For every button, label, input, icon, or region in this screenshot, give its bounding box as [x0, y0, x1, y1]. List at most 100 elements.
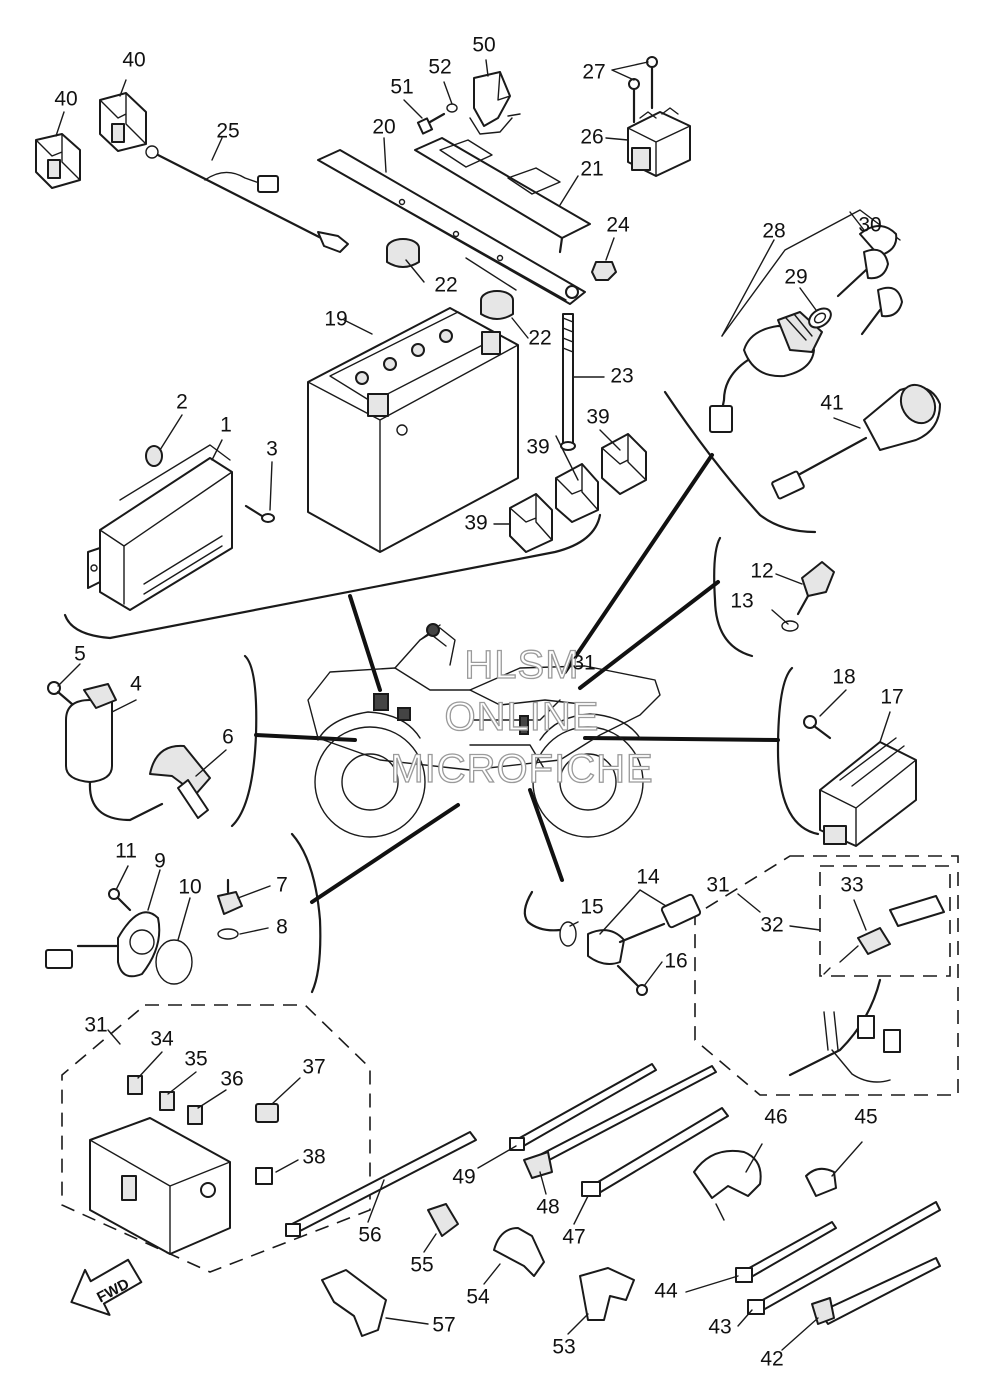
sender-7: [217, 878, 243, 915]
callout-35: 35: [184, 1048, 207, 1071]
callout-4: 4: [130, 673, 142, 696]
clamp-45: [805, 1167, 837, 1197]
callout-24: 24: [606, 214, 630, 237]
callout-31-harness: 31: [706, 874, 729, 897]
washer-52: [446, 103, 458, 113]
callout-55: 55: [410, 1254, 433, 1277]
bolt-16: [616, 964, 648, 996]
callout-26: 26: [580, 126, 603, 149]
callout-22b: 22: [528, 327, 551, 350]
washer-13: [781, 620, 799, 632]
battery-plate-21: [414, 137, 591, 254]
watermark-line-2: ONLINE: [445, 695, 600, 739]
callout-41: 41: [820, 392, 843, 415]
callout-20: 20: [372, 116, 395, 139]
clamp-54: [493, 1227, 545, 1277]
callout-46: 46: [764, 1106, 787, 1129]
callout-labels: 1 2 3 4 5 6 7 8 9 10 11 12 13 14 15 16 1…: [54, 34, 903, 1371]
callout-50: 50: [472, 34, 495, 57]
callout-40b: 40: [122, 49, 145, 72]
callout-3: 3: [266, 438, 278, 461]
sensor-12: [796, 561, 835, 616]
battery-19: [307, 307, 519, 553]
fuses-34-36: [127, 1075, 203, 1125]
battery-band-20: [317, 149, 586, 305]
callout-36: 36: [220, 1068, 243, 1091]
ring-29: [808, 307, 832, 329]
callout-31-vehicle: 31: [572, 652, 595, 675]
callout-2: 2: [176, 391, 188, 414]
callout-32: 32: [760, 914, 783, 937]
watermark-line-1: HLSM: [464, 643, 579, 687]
callout-33: 33: [840, 874, 863, 897]
cap-50: [469, 71, 521, 135]
grommet-2: [145, 445, 163, 467]
bolt-51: [416, 112, 446, 135]
callout-17: 17: [880, 686, 903, 709]
callout-40a: 40: [54, 88, 77, 111]
callout-9: 9: [154, 850, 166, 873]
callout-51: 51: [390, 76, 413, 99]
starter-lead-25: [145, 145, 349, 253]
callout-29: 29: [784, 266, 807, 289]
callout-5: 5: [74, 643, 86, 666]
relay-39-c: [601, 433, 647, 495]
dampers-22: [386, 238, 514, 320]
callout-1: 1: [220, 414, 232, 437]
bolt-5: [47, 681, 74, 706]
callout-27: 27: [582, 61, 605, 84]
callout-57: 57: [432, 1314, 455, 1337]
band-43: [747, 1201, 941, 1315]
callout-38: 38: [302, 1146, 325, 1169]
callout-10: 10: [178, 876, 201, 899]
callout-15: 15: [580, 896, 603, 919]
atv-vehicle-illustration: [307, 623, 661, 838]
callout-39c: 39: [586, 406, 609, 429]
callout-47: 47: [562, 1226, 585, 1249]
screw-3: [244, 504, 275, 523]
keys-30: [836, 225, 903, 336]
callout-48: 48: [536, 1196, 559, 1219]
callout-12: 12: [750, 560, 773, 583]
bolt-18: [803, 715, 832, 740]
plug-cap-6: [149, 744, 211, 819]
callout-7: 7: [276, 874, 288, 897]
diode-38: [255, 1167, 273, 1185]
callout-19: 19: [324, 308, 347, 331]
bolts-27: [628, 56, 658, 124]
callout-52: 52: [428, 56, 451, 79]
bolt-11: [108, 888, 132, 912]
callout-45: 45: [854, 1106, 877, 1129]
callout-21: 21: [580, 158, 603, 181]
callout-53: 53: [552, 1336, 575, 1359]
leader-lines: [55, 59, 891, 1351]
ignition-coil-4: [65, 683, 164, 822]
pickup-9: [45, 911, 161, 978]
clamp-46: [693, 1150, 762, 1221]
clamp-55: [427, 1203, 459, 1237]
nut-24: [591, 261, 617, 281]
o-ring-10: [155, 939, 193, 985]
fuse-33: [823, 895, 945, 975]
callout-28: 28: [762, 220, 785, 243]
callout-30: 30: [858, 214, 881, 237]
bolt-23: [560, 313, 576, 451]
callout-34: 34: [150, 1028, 174, 1051]
callout-18: 18: [832, 666, 855, 689]
callout-31-fusebox: 31: [84, 1014, 107, 1037]
callout-56: 56: [358, 1224, 381, 1247]
callout-39a: 39: [464, 512, 487, 535]
relay-40-left: [35, 133, 81, 189]
socket-41: [771, 383, 941, 500]
callout-8: 8: [276, 916, 288, 939]
ecu-1: [87, 444, 233, 611]
band-49: [509, 1063, 657, 1151]
band-56: [285, 1131, 477, 1237]
callout-16: 16: [664, 950, 687, 973]
rectifier-17: [819, 737, 917, 847]
fwd-arrow-icon: FWD: [70, 1258, 143, 1316]
callout-14: 14: [636, 866, 660, 889]
starter-relay-26: [627, 107, 691, 177]
fuse-box-31: [89, 1117, 231, 1255]
